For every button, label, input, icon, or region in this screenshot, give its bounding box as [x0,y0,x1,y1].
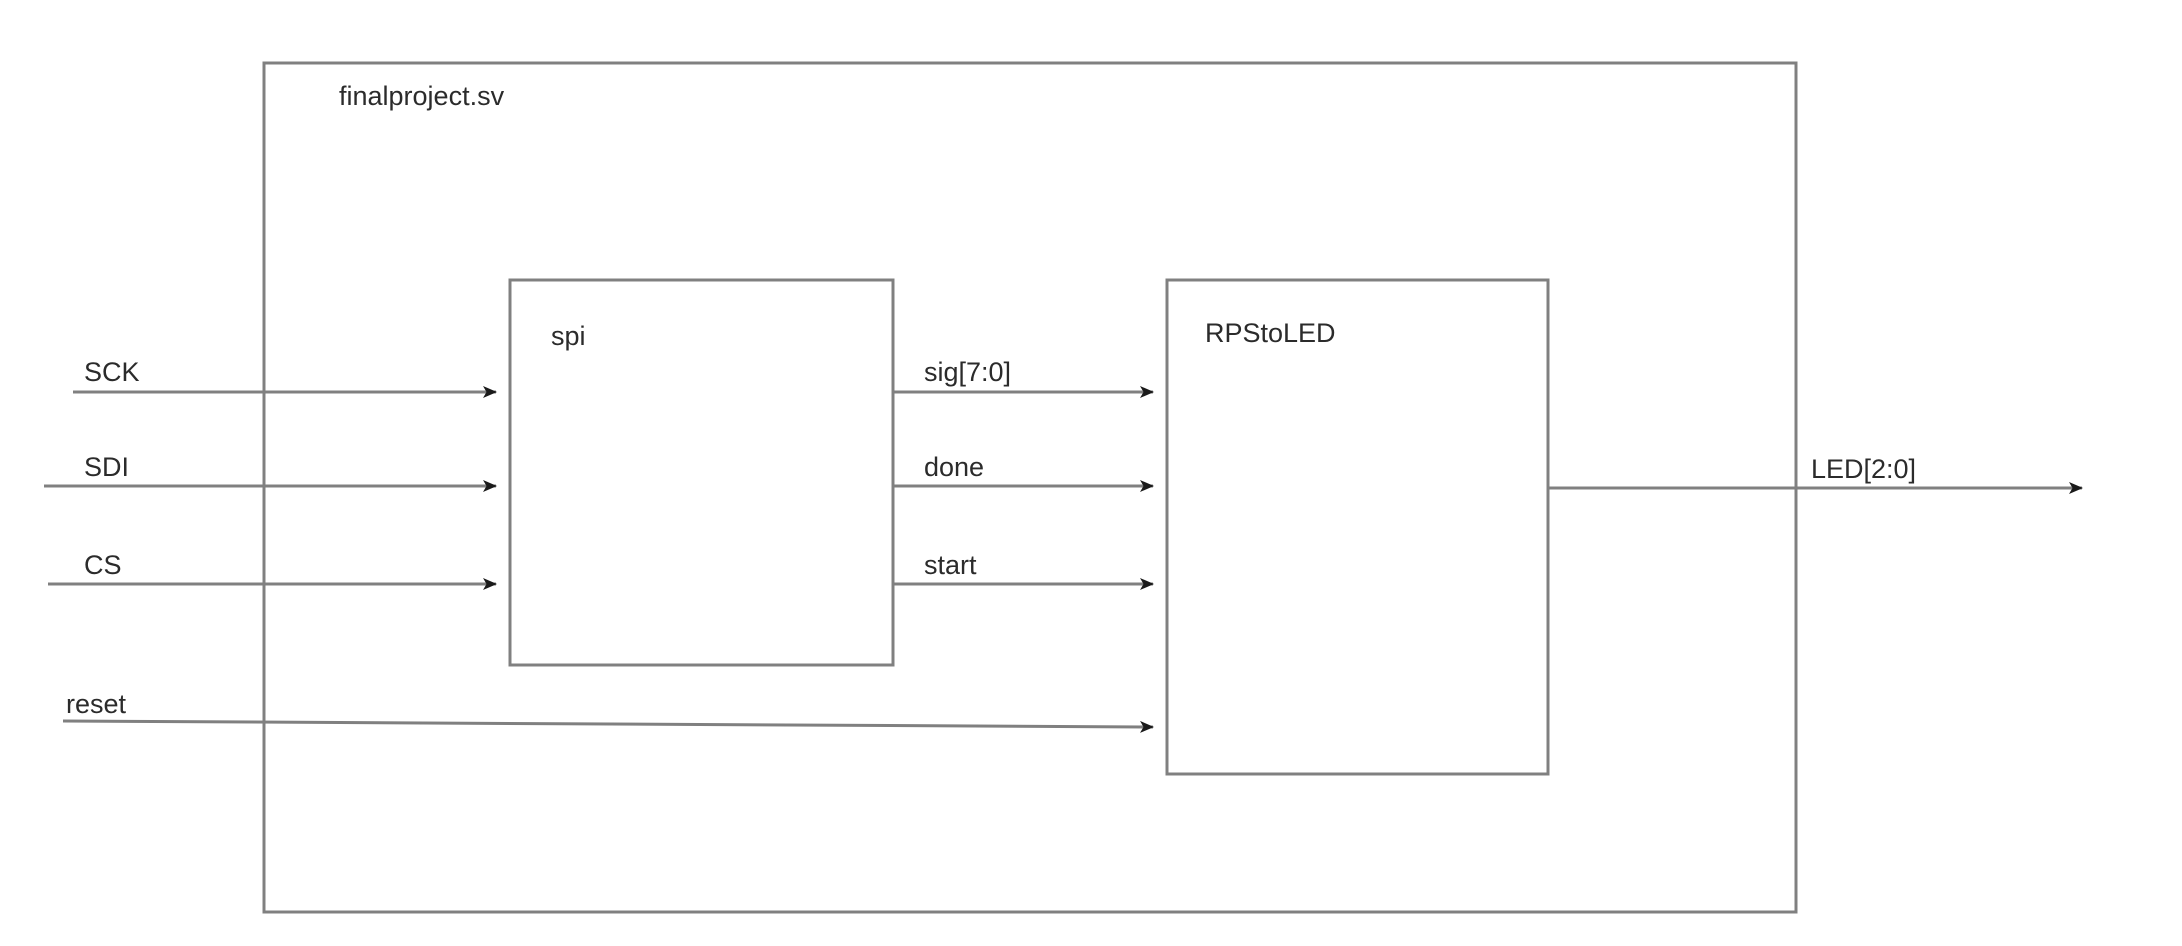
input-label-sdi: SDI [84,452,129,482]
wire-reset [62,719,1154,733]
signal-label-done: done [924,452,984,482]
signal-label-sig: sig[7:0] [924,357,1011,387]
spi-block-box[interactable] [508,278,895,667]
input-label-reset: reset [66,689,127,719]
rpstoled-block-label: RPStoLED [1205,318,1336,348]
outer-module-label: finalproject.sv [339,81,505,111]
rpstoled-block-box[interactable] [1165,278,1550,776]
signal-label-start: start [924,550,977,580]
input-label-sck: SCK [84,357,140,387]
input-label-cs: CS [84,550,122,580]
spi-block-label: spi [551,321,586,351]
output-label-led: LED[2:0] [1811,454,1916,484]
